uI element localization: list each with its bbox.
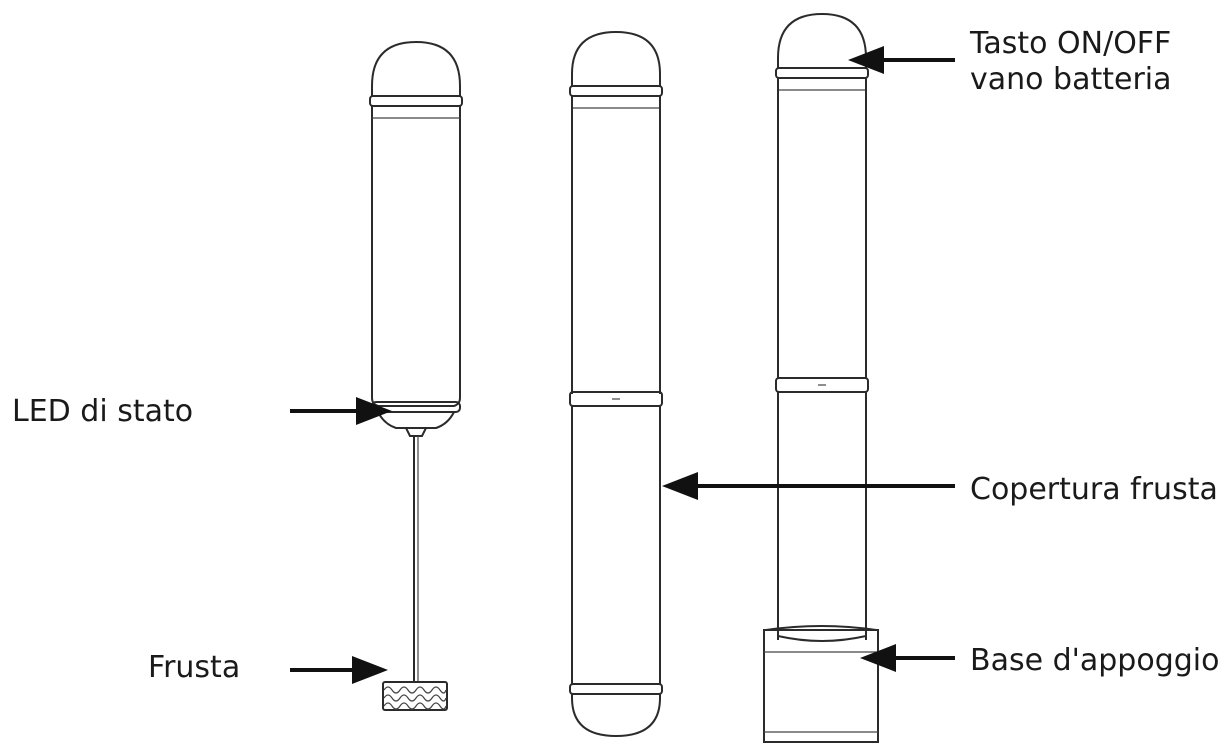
cap-dome — [371, 40, 461, 97]
arrow-led — [290, 397, 392, 425]
whisk-coil — [382, 681, 448, 711]
handle-body — [371, 106, 461, 407]
arrow-copertura — [662, 472, 955, 500]
battery-compartment-ring — [775, 67, 869, 79]
label-support-base: Base d'appoggio — [970, 643, 1220, 678]
label-whisk-cover: Copertura frusta — [970, 472, 1218, 507]
on-off-button — [777, 12, 867, 69]
frother-uncovered — [369, 40, 463, 711]
label-on-off-battery: Tasto ON/OFF vano batteria — [970, 26, 1172, 98]
arrow-frusta — [290, 656, 388, 684]
arrow-base — [860, 644, 955, 672]
label-battery-line: vano batteria — [970, 62, 1172, 97]
cap-ring — [369, 95, 463, 107]
label-whisk: Frusta — [148, 650, 241, 685]
cap-dome — [571, 30, 661, 87]
frother-on-stand — [763, 12, 879, 743]
label-on-off-line: Tasto ON/OFF — [970, 26, 1172, 61]
cap-ring — [569, 85, 663, 97]
cover-joint — [569, 391, 663, 407]
arrow-on-off — [848, 46, 955, 74]
frother-covered — [569, 30, 663, 738]
support-base — [763, 625, 879, 743]
label-status-led: LED di stato — [12, 394, 194, 429]
whisk-cover — [571, 406, 661, 684]
